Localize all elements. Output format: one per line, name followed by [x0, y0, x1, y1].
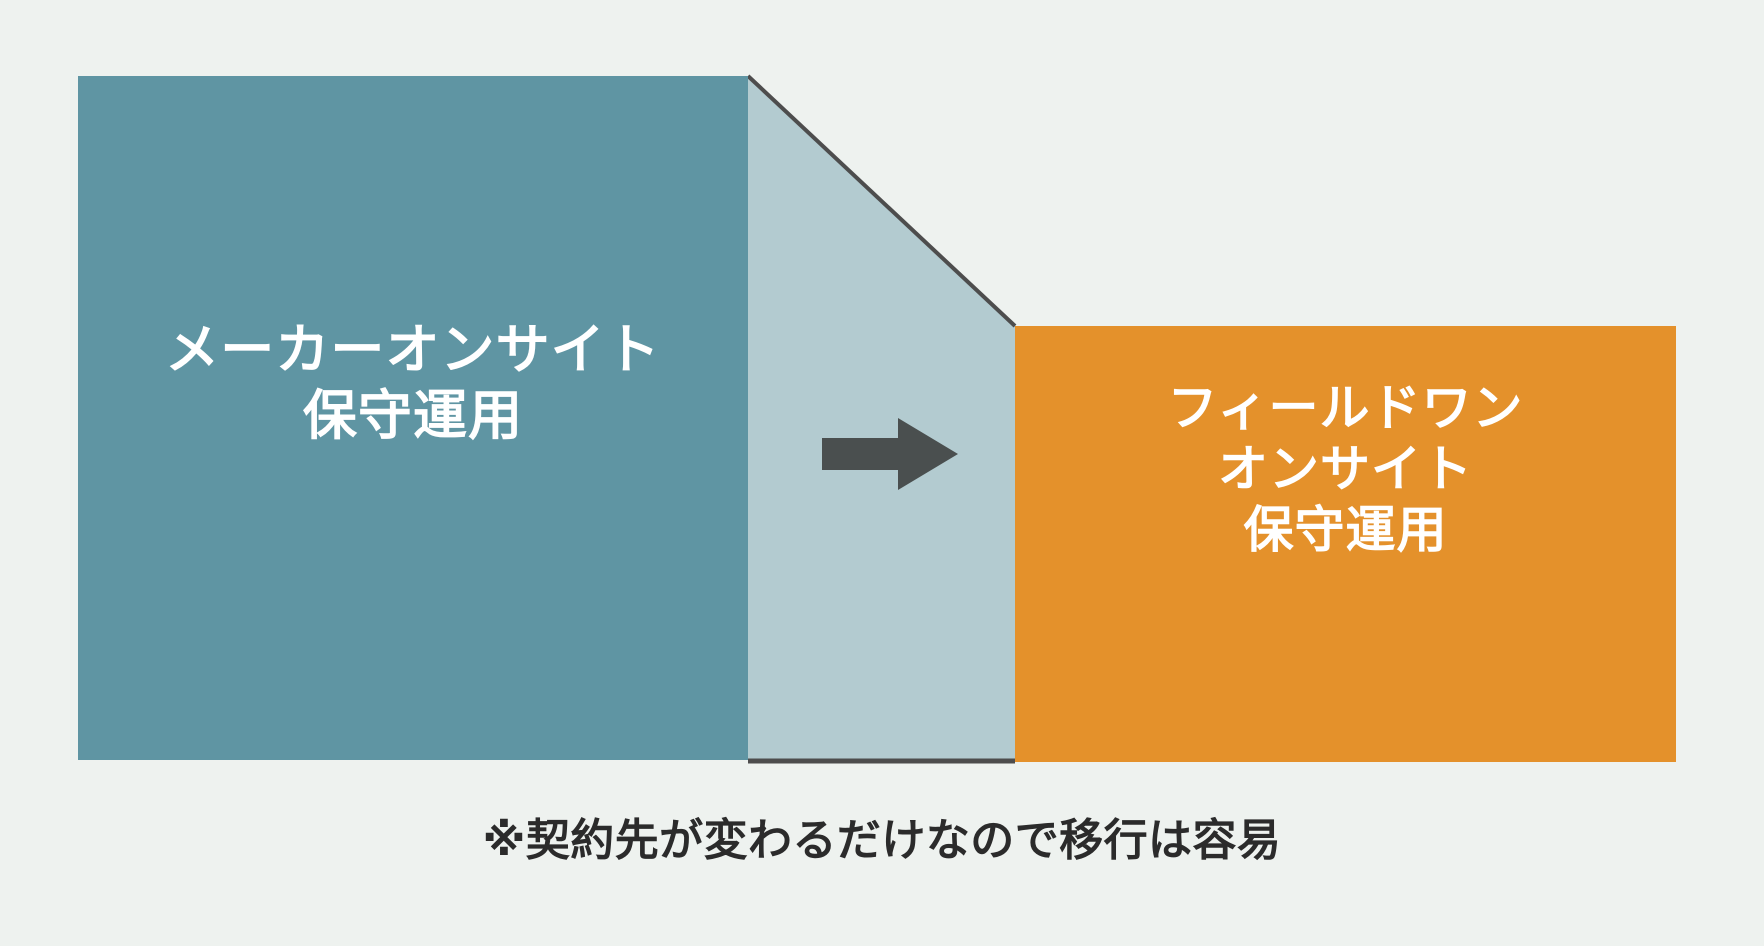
left-block-label: メーカーオンサイト 保守運用 [165, 320, 661, 446]
right-block [1015, 326, 1676, 762]
arrow-right-icon [822, 418, 958, 490]
connector-outline [746, 74, 1017, 328]
connector-trapezoid [748, 76, 1015, 761]
diagram-caption: ※契約先が変わるだけなので移行は容易 [482, 816, 1282, 865]
left-block [78, 76, 748, 760]
right-block-label: フィールドワン オンサイト 保守運用 [1167, 380, 1524, 558]
